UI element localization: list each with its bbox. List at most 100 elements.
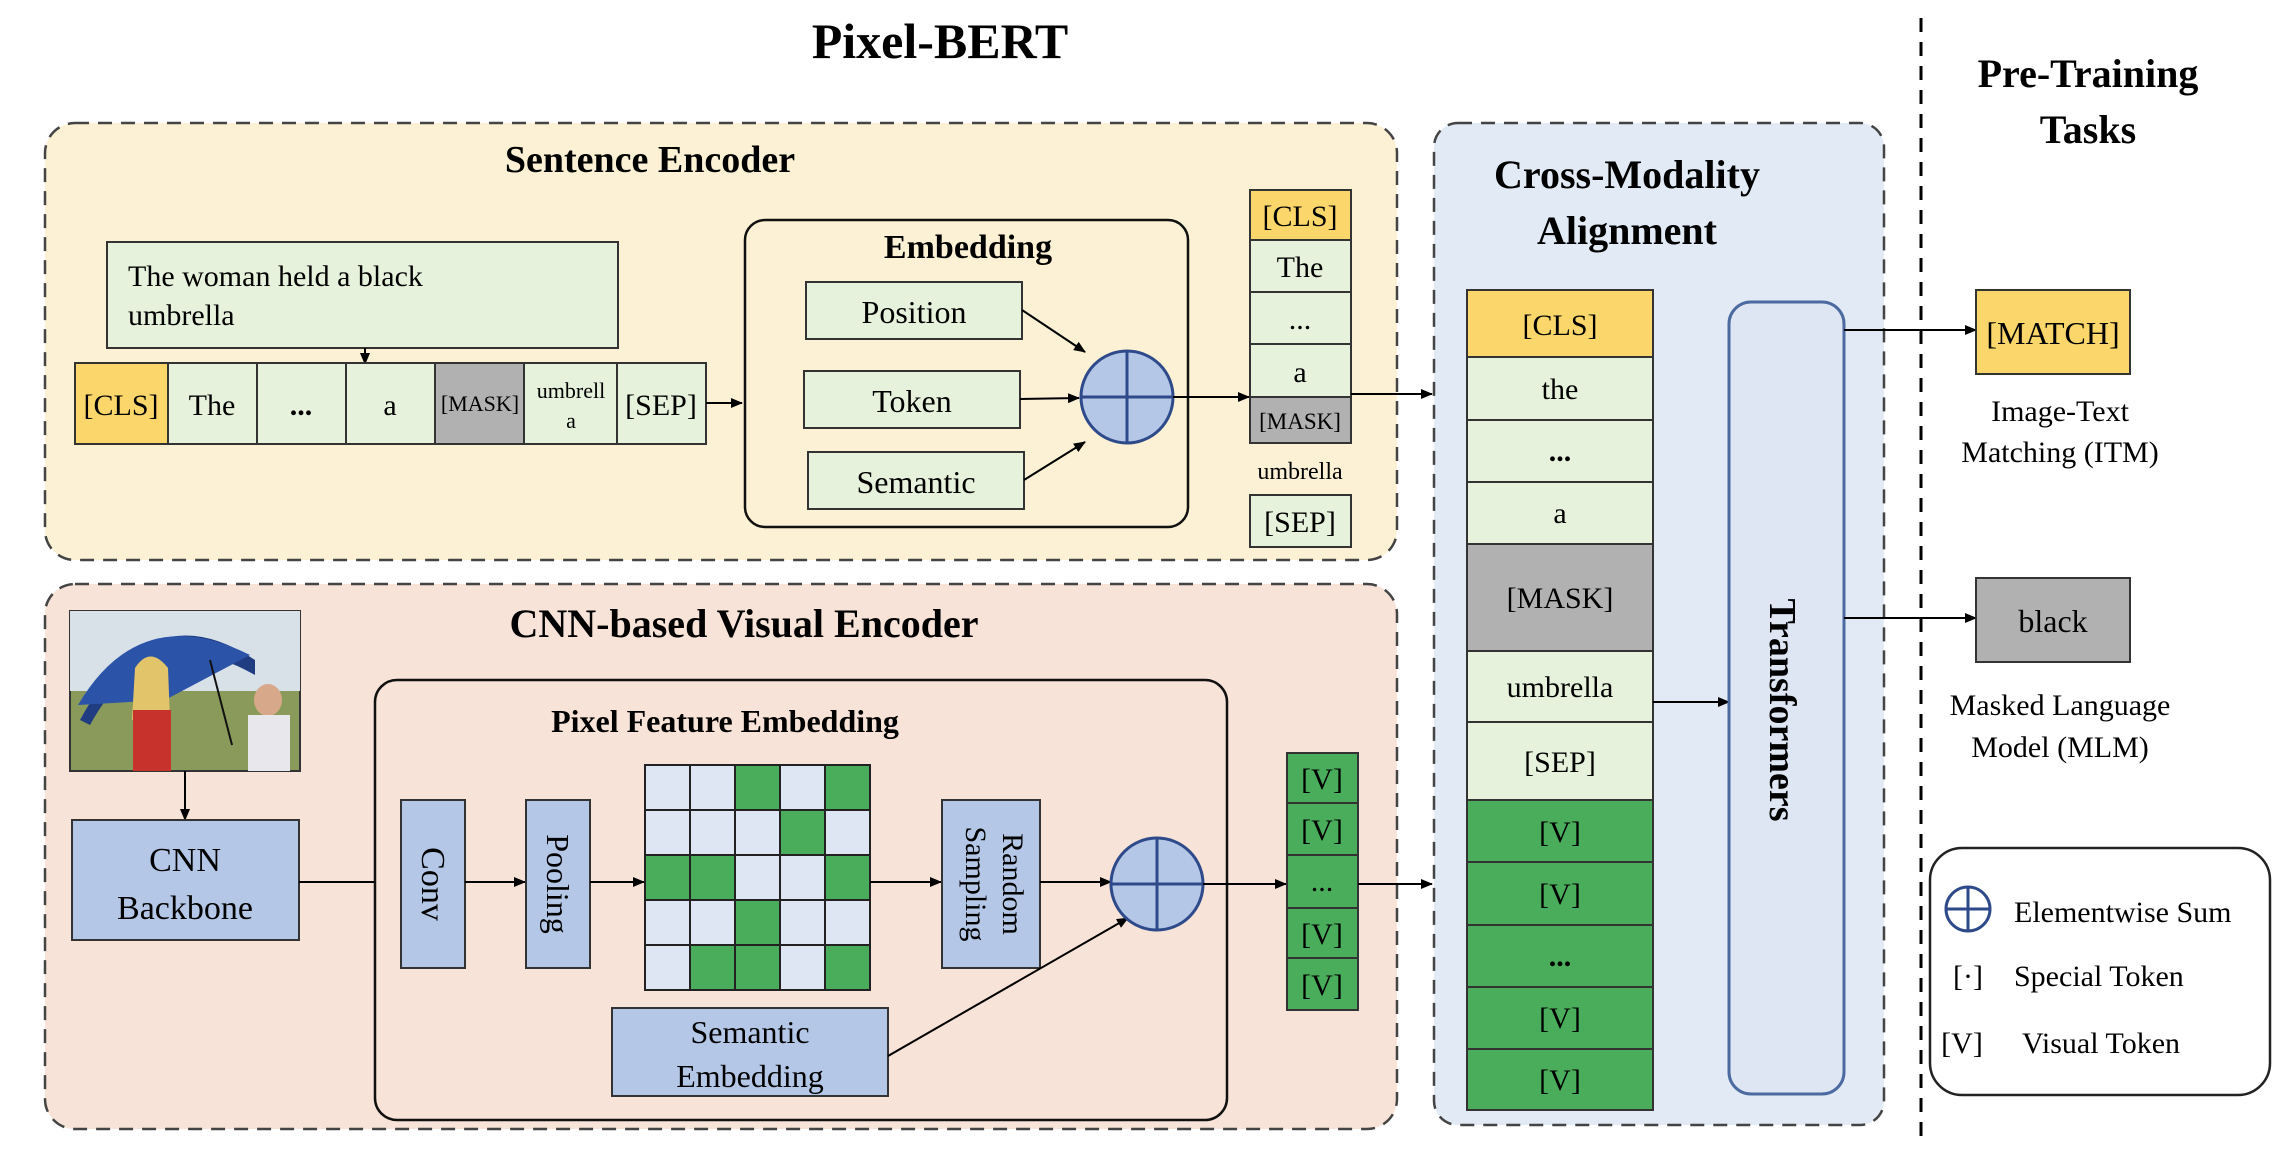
- text-out-sep: [1249, 494, 1352, 548]
- input-sentence-line2: umbrella: [128, 299, 235, 332]
- text-out-a: [1249, 343, 1352, 398]
- cnn-backbone-line1: CNN: [149, 842, 221, 879]
- visual-encoder-title: CNN-based Visual Encoder: [510, 601, 979, 646]
- token-a: [345, 362, 436, 445]
- mlm-label-line1: Masked Language: [1950, 689, 2171, 722]
- mlm-output-label: black: [2018, 603, 2087, 639]
- feature-map-cell: [779, 764, 826, 811]
- visual-out-v1-label: [V]: [1301, 763, 1343, 796]
- random-sampling-line2: Sampling: [959, 826, 992, 941]
- feature-map-cell: [779, 809, 826, 856]
- token-ellipsis-label: ...: [290, 389, 313, 422]
- input-sentence-box: [106, 241, 619, 349]
- cross-token-v2-label: [V]: [1539, 878, 1581, 911]
- feature-map-cell: [734, 809, 781, 856]
- token-the: [167, 362, 258, 445]
- visual-out-v3: [1286, 907, 1359, 959]
- feature-map-cell: [824, 899, 871, 946]
- text-out-ellipsis: [1249, 291, 1352, 345]
- legend-special-symbol: [·]: [1953, 960, 1983, 993]
- token-embedding: [803, 370, 1021, 429]
- cross-token-umbrella-label: umbrella: [1507, 671, 1614, 704]
- text-sum-icon: [1079, 349, 1175, 445]
- feature-map-cell: [689, 899, 736, 946]
- cross-token-ellipsis-2-label: ...: [1549, 940, 1572, 973]
- feature-map-cell: [824, 764, 871, 811]
- token-umbrella-label-2: a: [566, 408, 576, 433]
- feature-map-cell: [644, 764, 691, 811]
- cross-token-ellipsis: [1466, 419, 1654, 483]
- pretraining-heading-1: Pre-Training: [1978, 51, 2199, 96]
- cross-token-v3: [1466, 986, 1654, 1050]
- visual-sum-icon: [1109, 836, 1205, 932]
- token-arrow: [1019, 393, 1080, 404]
- visual-out-v1: [1286, 752, 1359, 804]
- token-mask-label: [MASK]: [441, 391, 519, 416]
- pixel-feature-title: Pixel Feature Embedding: [551, 703, 899, 739]
- conv-layer: [400, 799, 466, 969]
- input-token-row: [CLS] The ... a [MASK] umbrell a [SEP]: [74, 362, 707, 445]
- cross-token-ellipsis-label: ...: [1549, 435, 1572, 468]
- token-cls: [74, 362, 169, 445]
- feature-map-grid: [644, 764, 871, 991]
- text-out-sep-label: [SEP]: [1264, 506, 1336, 539]
- input-sentence-line1: The woman held a black: [128, 260, 423, 293]
- mlm-label-line2: Model (MLM): [1971, 731, 2148, 764]
- text-out-mask: [1249, 396, 1352, 444]
- cross-token-sep-label: [SEP]: [1524, 746, 1596, 779]
- legend-visual-label: Visual Token: [2022, 1027, 2180, 1060]
- cross-token-the-label: the: [1542, 373, 1579, 406]
- visual-output-column: [V] [V] ... [V] [V]: [1286, 752, 1359, 1011]
- conv-label: Conv: [414, 847, 451, 921]
- cross-token-mask-label: [MASK]: [1507, 582, 1614, 615]
- feature-map-cell: [644, 809, 691, 856]
- cross-token-v4-label: [V]: [1539, 1064, 1581, 1097]
- match-output-label: [MATCH]: [1986, 315, 2119, 351]
- text-out-umbrella-label: umbrella: [1257, 459, 1343, 485]
- cross-token-the: [1466, 356, 1654, 421]
- cross-token-a: [1466, 481, 1654, 545]
- feature-map-cell: [689, 944, 736, 991]
- semantic-arrow: [1023, 441, 1086, 481]
- pretraining-heading-2: Tasks: [2040, 107, 2136, 152]
- position-embedding: [805, 281, 1023, 340]
- semantic-to-sum-arrow: [887, 917, 1129, 1057]
- cross-token-v3-label: [V]: [1539, 1002, 1581, 1035]
- cross-token-a-label: a: [1553, 497, 1566, 530]
- cross-token-cls-label: [CLS]: [1523, 309, 1598, 342]
- input-image: [69, 610, 301, 772]
- feature-map-cell: [779, 854, 826, 901]
- visual-out-ellipsis-label: ...: [1311, 865, 1334, 898]
- cross-token-umbrella: [1466, 650, 1654, 723]
- legend-special-label: Special Token: [2014, 960, 2184, 993]
- visual-out-v4: [1286, 957, 1359, 1011]
- cross-token-sep: [1466, 721, 1654, 801]
- visual-semantic-embedding: [611, 1007, 889, 1097]
- mlm-output: [1975, 577, 2131, 663]
- token-sep-label: [SEP]: [625, 389, 697, 422]
- cross-token-v1: [1466, 799, 1654, 863]
- feature-map-cell: [779, 899, 826, 946]
- cnn-backbone: [71, 819, 300, 941]
- visual-semantic-line2: Embedding: [676, 1058, 824, 1094]
- token-cls-label: [CLS]: [84, 389, 159, 422]
- cross-token-mask: [1466, 543, 1654, 652]
- cross-token-column: [CLS] the ... a [MASK] umbrella [SEP] [V…: [1466, 289, 1654, 1111]
- feature-map-cell: [824, 809, 871, 856]
- position-embedding-label: Position: [862, 294, 967, 330]
- random-sampling-line1: Random: [996, 833, 1029, 935]
- legend-box: [1928, 846, 2272, 1097]
- feature-map-cell: [824, 944, 871, 991]
- visual-out-v3-label: [V]: [1301, 918, 1343, 951]
- visual-out-v2: [1286, 802, 1359, 856]
- token-the-label: The: [189, 389, 236, 422]
- itm-label-line2: Matching (ITM): [1961, 436, 2158, 469]
- feature-map-cell: [689, 764, 736, 811]
- pooling-label: Pooling: [540, 834, 576, 934]
- feature-map-cell: [734, 854, 781, 901]
- token-mask: [434, 362, 525, 445]
- match-output: [1975, 289, 2131, 375]
- legend-visual-symbol: [V]: [1941, 1027, 1983, 1060]
- feature-map-cell: [689, 809, 736, 856]
